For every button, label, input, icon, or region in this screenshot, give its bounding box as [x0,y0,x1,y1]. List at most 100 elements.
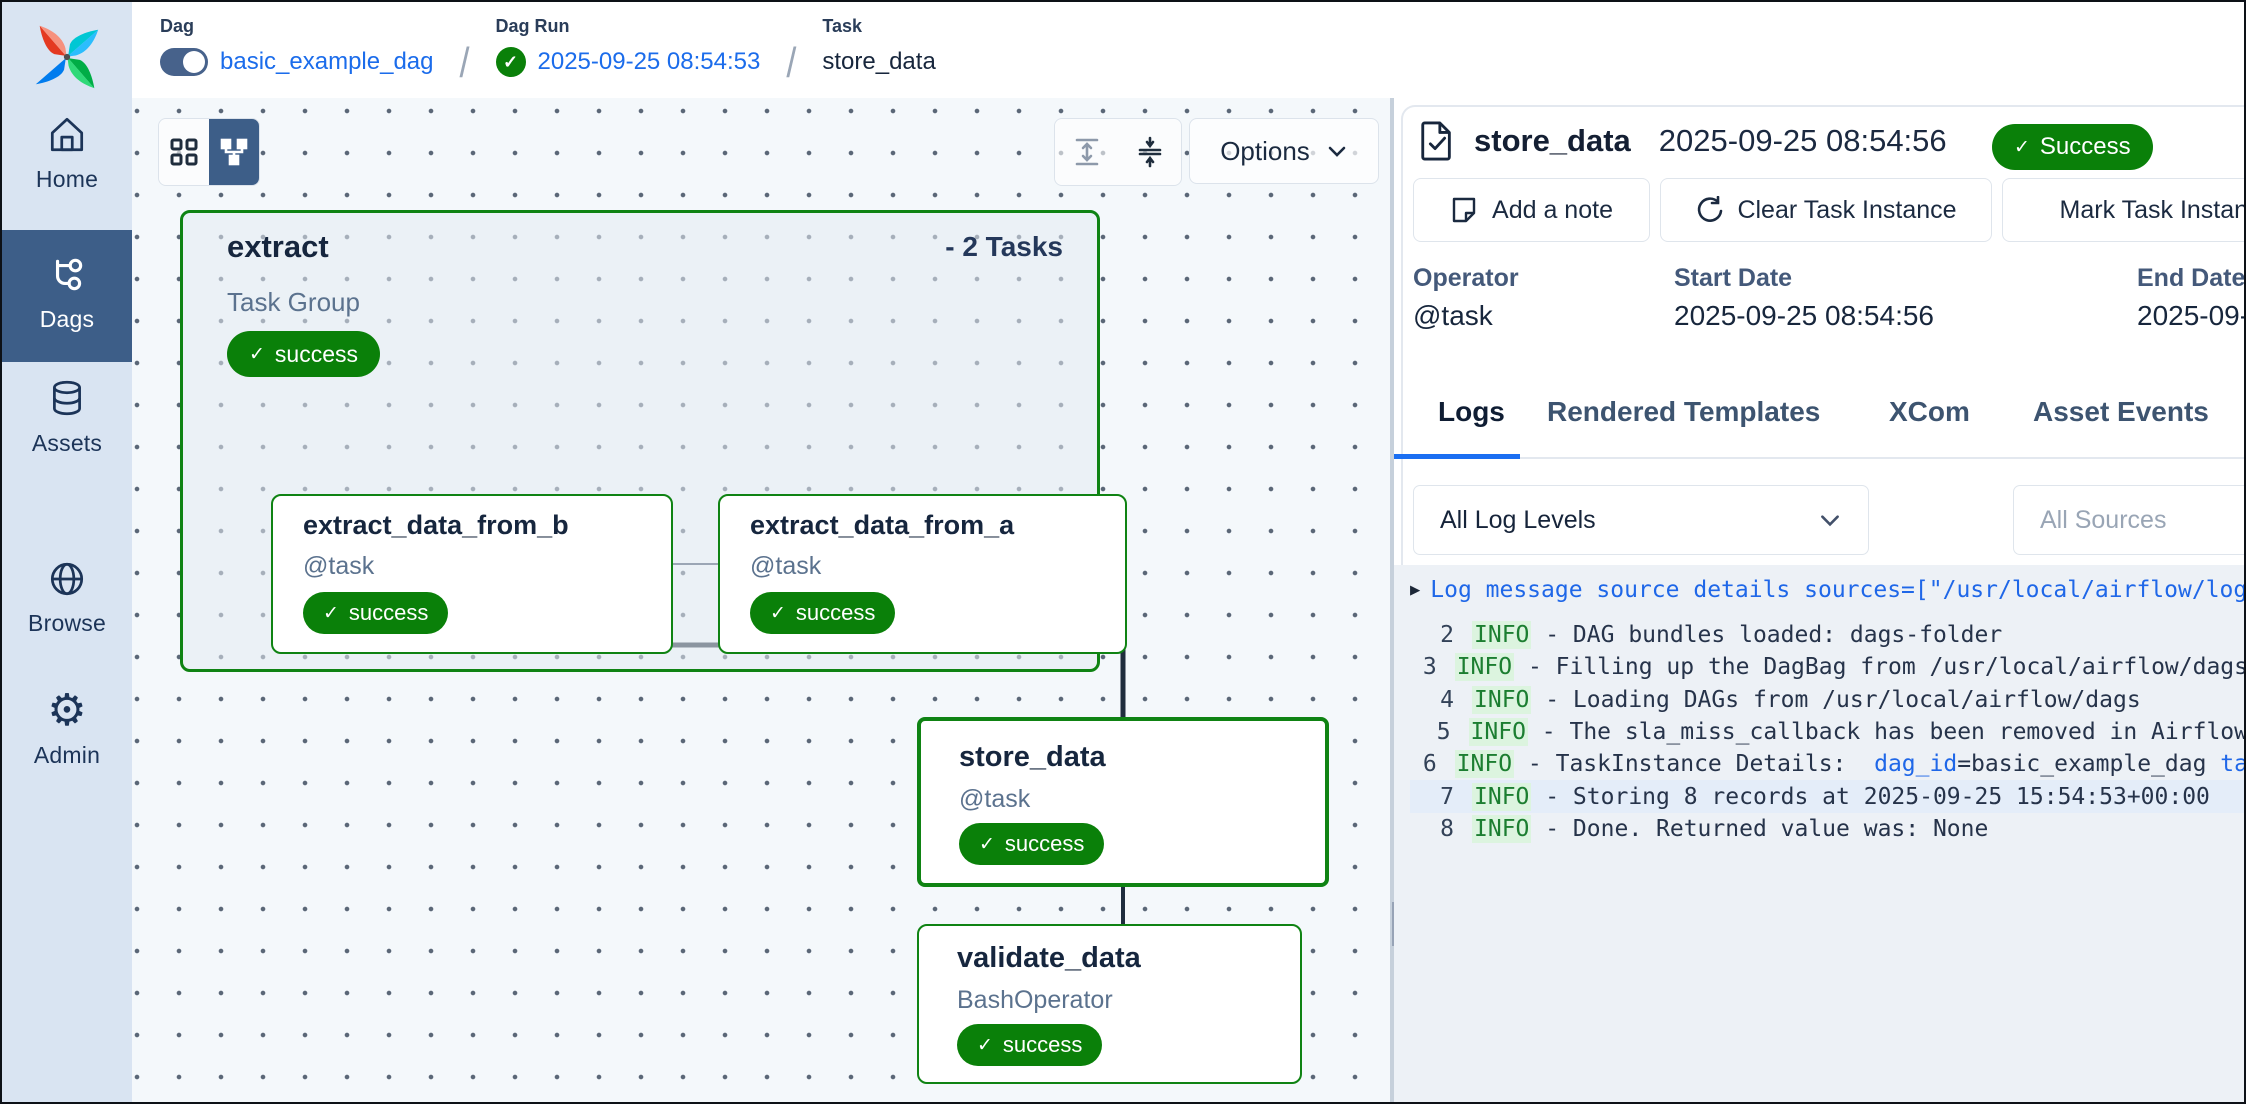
start-date-label: Start Date [1674,264,1793,292]
tab-asset-events[interactable]: Asset Events [2033,396,2209,427]
options-label: Options [1220,135,1310,166]
breadcrumb: Dag basic_example_dag / Dag Run ✓ 2025-0… [132,2,2244,98]
sidebar-item-label: Admin [33,742,101,768]
task-title: extract_data_from_a [750,510,1015,540]
log-sources-placeholder: All Sources [2040,505,2167,534]
status-badge: ✓ success [227,331,381,377]
log-level-badge: INFO [1454,653,1515,682]
tabs-baseline [1394,457,2244,459]
breadcrumb-dag: Dag basic_example_dag [160,16,433,78]
graph-view-button[interactable] [209,119,259,185]
grid-view-button[interactable] [159,119,209,185]
log-level-badge: INFO [1454,750,1515,779]
mark-task-instance-button[interactable]: Mark Task Instance [2002,178,2244,242]
task-node-extract-data-from-a[interactable]: extract_data_from_a @task ✓ success [718,494,1127,654]
breadcrumb-task: Task store_data [822,16,935,78]
view-switcher [158,118,260,186]
log-line-number: 2 [1440,622,1454,649]
breadcrumb-task-label: Task [822,16,863,36]
task-group-count[interactable]: - 2 Tasks [945,231,1063,262]
sidebar-item-home[interactable]: Home [2,114,132,193]
task-operator: BashOperator [957,986,1113,1014]
sidebar-item-assets[interactable]: Assets [2,378,132,457]
check-icon: ✓ [977,1034,993,1056]
check-icon: ✓ [979,833,995,855]
breadcrumb-dag-run-link[interactable]: 2025-09-25 08:54:53 [537,48,761,75]
breadcrumb-dag-link[interactable]: basic_example_dag [220,48,434,75]
log-level-select[interactable]: All Log Levels [1413,485,1869,555]
log-level-badge: INFO [1472,621,1532,650]
status-badge: ✓ success [957,1024,1103,1066]
panel-task-title: store_data [1474,123,1631,158]
sidebar-item-label: Browse [28,610,106,636]
start-date-value: 2025-09-25 08:54:56 [1674,300,1934,331]
database-icon [53,380,81,416]
disclosure-triangle-icon[interactable]: ▶ [1410,580,1421,600]
row-spacing-controls [1054,118,1182,186]
tab-rendered-templates[interactable]: Rendered Templates [1547,396,1821,427]
breadcrumb-dag-run: Dag Run ✓ 2025-09-25 08:54:53 [495,16,761,78]
dag-graph-icon [55,258,83,291]
log-message: - Filling up the DagBag from /usr/local/… [1514,654,2246,681]
home-icon [50,117,84,152]
sidebar-item-admin[interactable]: ⚙ Admin [2,686,132,769]
log-viewer[interactable]: ▶ Log message source details sources=["/… [1394,565,2246,1102]
expand-vertical-icon [1075,138,1098,166]
sidebar: Home Dags Assets [2,2,132,1102]
log-message: - Done. Returned value was: None [1531,815,1989,842]
sidebar-item-label: Assets [31,430,103,456]
sidebar-item-browse[interactable]: Browse [2,558,132,637]
log-message: - DAG bundles loaded: dags-folder [1531,622,2003,649]
clear-task-instance-button[interactable]: Clear Task Instance [1660,178,1992,242]
file-check-icon [1421,121,1451,161]
log-message: - The sla_miss_callback has been removed… [1527,719,2246,746]
operator-value: @task [1413,300,1493,331]
chevron-down-icon [1821,515,1839,527]
panel-tabs: Logs Rendered Templates XCom Asset Event… [1394,356,2244,460]
task-instance-panel: store_data 2025-09-25 08:54:56 ✓ Success… [1394,98,2246,1102]
dag-pause-toggle[interactable] [160,48,208,76]
tab-xcom[interactable]: XCom [1889,396,1970,427]
expand-rows-button[interactable] [1055,119,1118,185]
log-summary-text: Log message source details sources=["/us… [1430,577,2246,603]
task-node-store-data[interactable]: store_data @task ✓ success [917,717,1329,887]
options-button[interactable]: Options [1189,118,1379,184]
airflow-logo-icon[interactable] [28,18,106,96]
graph-icon [220,138,248,166]
panel-header: store_data 2025-09-25 08:54:56 [1418,120,1947,162]
log-summary-row[interactable]: ▶ Log message source details sources=["/… [1410,573,2246,607]
globe-icon [50,562,84,596]
run-success-icon: ✓ [495,47,526,77]
log-level-badge: INFO [1472,685,1532,714]
refresh-icon [1698,196,1723,222]
sidebar-item-dags[interactable]: Dags [2,230,132,362]
chevron-down-icon [1328,146,1346,157]
dag-graph-canvas[interactable]: Options extract - 2 Tasks Task Group ✓ s… [132,98,1390,1102]
log-message: - Loading DAGs from /usr/local/airflow/d… [1531,686,2141,713]
gear-icon: ⚙ [47,686,87,735]
panel-divider[interactable] [1390,98,1394,1102]
log-sources-input[interactable]: All Sources [2013,485,2244,555]
log-level-badge: INFO [1468,718,1528,747]
task-operator: @task [959,785,1031,813]
collapse-rows-button[interactable] [1118,119,1181,185]
log-line-number: 6 [1422,751,1437,778]
grid-icon [170,138,198,166]
task-title: extract_data_from_b [303,510,569,540]
check-icon: ✓ [770,602,786,624]
log-level-badge: INFO [1472,782,1532,811]
end-date-label: End Date [2137,264,2246,292]
task-node-extract-data-from-b[interactable]: extract_data_from_b @task ✓ success [271,494,673,654]
add-note-button[interactable]: Add a note [1413,178,1650,242]
tab-logs[interactable]: Logs [1438,396,1505,427]
active-tab-indicator [1394,454,1520,459]
collapse-vertical-icon [1138,136,1161,168]
task-node-validate-data[interactable]: validate_data BashOperator ✓ success [917,924,1302,1084]
log-level-value: All Log Levels [1440,505,1596,534]
task-group-extract[interactable]: extract - 2 Tasks Task Group ✓ success e… [180,210,1127,672]
task-operator: @task [750,552,822,580]
